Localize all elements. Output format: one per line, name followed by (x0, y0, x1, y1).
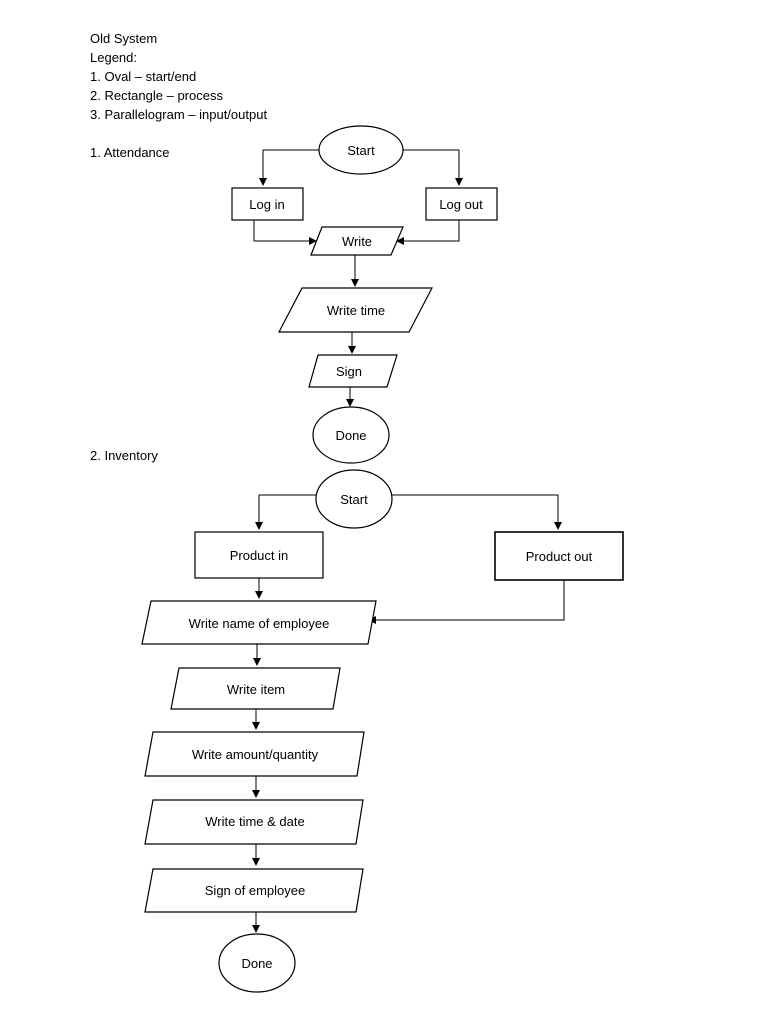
edge-start-productin (255, 494, 316, 530)
node-start-label: Start (347, 143, 375, 158)
node-write-label: Write (342, 234, 372, 249)
node-writeitem-parallelogram (170, 667, 341, 710)
node-writeamount-parallelogram (144, 731, 365, 777)
node-done-label: Done (335, 428, 366, 443)
edge-logout-write (396, 220, 460, 245)
legend-item-rectangle: 2. Rectangle – process (90, 88, 223, 103)
attendance-flowchart: Start Log in Log out Write Write time Si… (231, 125, 498, 464)
page-title: Old System (90, 31, 158, 46)
node-write-parallelogram (310, 226, 404, 256)
node-inv-start-oval (315, 469, 393, 529)
node-inv-start-label: Start (340, 492, 368, 507)
edge-productout-writename (368, 580, 565, 624)
node-writetimedate-parallelogram (144, 799, 364, 845)
legend-title: Legend: (90, 50, 137, 65)
edge-start-productout (391, 494, 562, 530)
node-writetime-parallelogram (278, 287, 433, 333)
section-heading-inventory: 2. Inventory (90, 448, 158, 463)
edge-start-logout (403, 149, 463, 186)
node-inv-done-oval (218, 933, 296, 993)
node-writename-label: Write name of employee (189, 616, 330, 631)
edge-login-write (253, 220, 317, 245)
section-heading-attendance: 1. Attendance (90, 145, 170, 160)
node-sign-parallelogram (308, 354, 398, 388)
node-login-rect (231, 187, 304, 221)
node-productin-rect (194, 531, 324, 579)
node-logout-rect (425, 187, 498, 221)
node-login-label: Log in (249, 197, 284, 212)
node-inv-done-label: Done (241, 956, 272, 971)
legend-item-oval: 1. Oval – start/end (90, 69, 197, 84)
node-writetime-label: Write time (327, 303, 385, 318)
node-productin-label: Product in (230, 548, 289, 563)
node-writeamount-label: Write amount/quantity (192, 747, 319, 762)
node-productout-label: Product out (526, 549, 593, 564)
node-sign-label: Sign (336, 364, 362, 379)
legend-item-parallelogram: 3. Parallelogram – input/output (90, 107, 268, 122)
node-writeitem-label: Write item (227, 682, 285, 697)
edge-start-login (259, 149, 319, 186)
node-logout-label: Log out (439, 197, 483, 212)
node-signemployee-label: Sign of employee (205, 883, 305, 898)
node-start-oval (318, 125, 404, 175)
node-signemployee-parallelogram (144, 868, 364, 913)
node-done-oval (312, 406, 390, 464)
node-writename-parallelogram (141, 600, 377, 645)
node-writetimedate-label: Write time & date (205, 814, 304, 829)
node-productout-rect (494, 531, 624, 581)
inventory-flowchart: Start Product in Product out Write name … (141, 469, 624, 993)
